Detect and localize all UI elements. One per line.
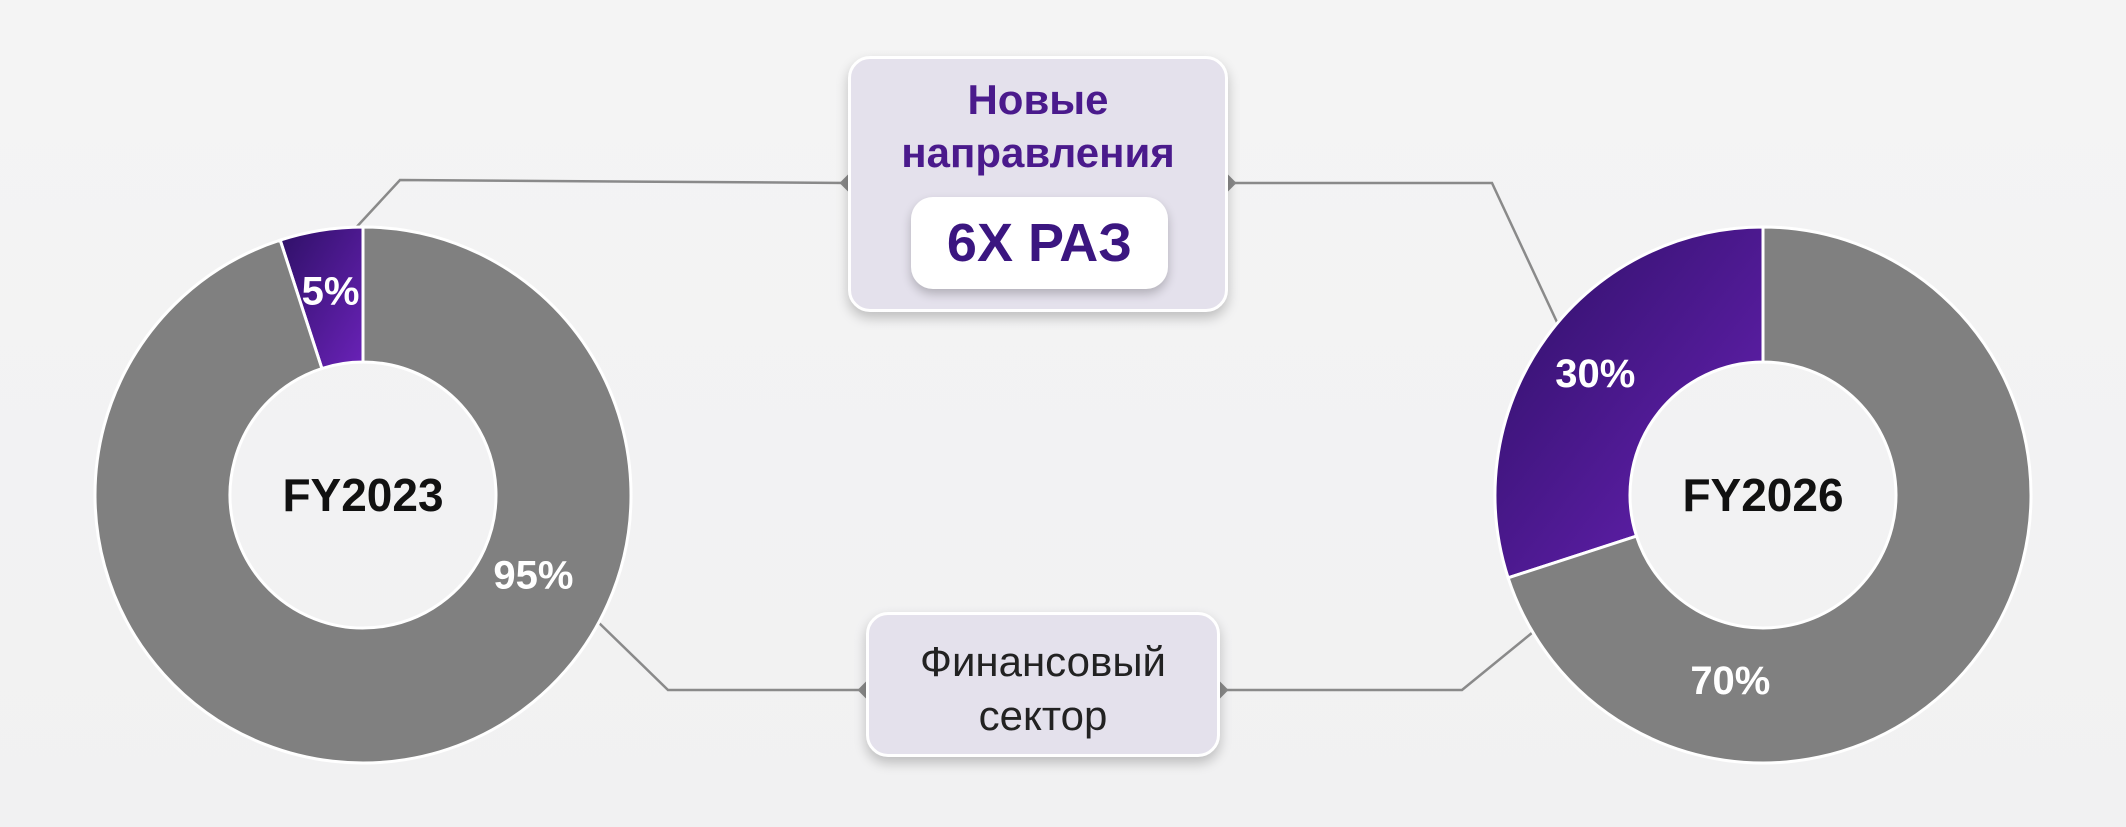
slice-financial bbox=[1506, 225, 2033, 765]
connector-fin-left bbox=[595, 619, 866, 692]
slice-label: 5% bbox=[302, 269, 360, 313]
callout-new-directions: Новые направления 6X РАЗ bbox=[848, 56, 1228, 312]
growth-badge: 6X РАЗ bbox=[911, 197, 1168, 289]
slice-financial bbox=[93, 225, 633, 765]
callout-financial-sector-label: Финансовый сектор bbox=[920, 638, 1166, 739]
slice-label: 95% bbox=[493, 553, 573, 597]
slice-label: 70% bbox=[1690, 659, 1770, 703]
connector-fin-right bbox=[1220, 627, 1539, 692]
donut-fy2026: 30% 70% FY2026 bbox=[1493, 225, 2033, 765]
callout-financial-sector: Финансовый сектор bbox=[866, 612, 1220, 757]
center-label: FY2023 bbox=[282, 469, 443, 521]
connector-new-left bbox=[338, 178, 849, 247]
slice-new-directions bbox=[1493, 225, 1765, 580]
connector-new-right bbox=[1228, 181, 1572, 351]
center-label: FY2026 bbox=[1682, 469, 1843, 521]
slice-label: 30% bbox=[1555, 352, 1635, 396]
donut-fy2023: 5% 95% FY2023 bbox=[93, 225, 633, 765]
callout-new-directions-label: Новые направления bbox=[901, 76, 1175, 176]
connector-lines bbox=[338, 178, 1572, 692]
